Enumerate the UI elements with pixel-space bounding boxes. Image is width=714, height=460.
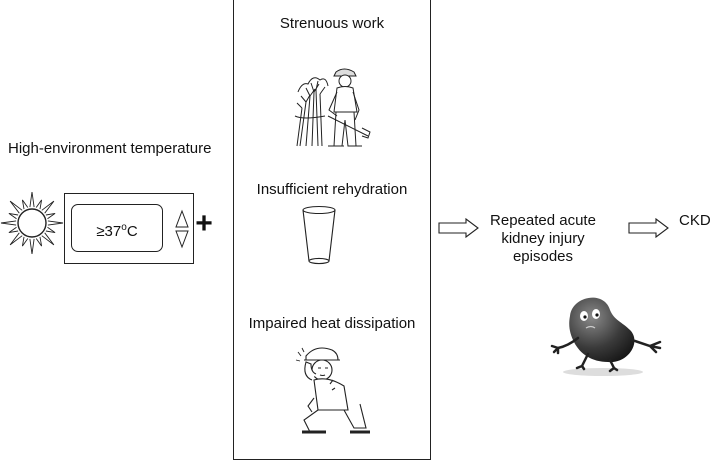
- temperature-unit: C: [126, 223, 138, 240]
- arrow-to-ckd-icon: [628, 217, 669, 239]
- cup-icon: [302, 205, 336, 265]
- sun-ray: [21, 199, 29, 210]
- ckd-label: CKD: [679, 212, 711, 229]
- temperature-value: ≥37: [96, 223, 122, 240]
- sun-ray: [0, 220, 17, 226]
- outcome-line-2: kidney injury: [501, 230, 585, 247]
- sun-ray: [35, 236, 43, 247]
- thermostat-panel: ≥37oC: [64, 193, 194, 264]
- high-environment-temperature-label: High-environment temperature: [8, 140, 212, 157]
- sun-icon: [0, 191, 64, 255]
- outcome-line-3: episodes: [512, 248, 574, 265]
- sun-ray: [45, 212, 56, 220]
- sun-ray: [21, 236, 29, 247]
- factor-impaired-heat-dissipation-label: Impaired heat dissipation: [248, 315, 416, 332]
- sun-ray: [9, 232, 23, 246]
- sun-ray: [9, 200, 23, 214]
- sun-ray: [29, 238, 35, 255]
- plus-sign: +: [195, 207, 213, 240]
- factor-insufficient-rehydration-label: Insufficient rehydration: [256, 181, 408, 198]
- temperature-reading: ≥37oC: [72, 218, 162, 241]
- degree-symbol: o: [121, 222, 127, 233]
- farmer-harvesting-illustration: [294, 68, 371, 147]
- sun-ray: [29, 191, 35, 208]
- sun-ray: [8, 226, 19, 234]
- arrow-to-outcome-icon: [438, 217, 479, 239]
- factor-strenuous-work-label: Strenuous work: [279, 15, 385, 32]
- exhausted-worker-illustration: [295, 347, 370, 434]
- sun-ray: [47, 220, 64, 226]
- tired-kidney-character-illustration: [550, 297, 662, 376]
- up-down-arrows-icon: [175, 209, 189, 249]
- sun-ray: [41, 232, 55, 246]
- sun-ray: [45, 226, 56, 234]
- sun-ray: [35, 199, 43, 210]
- sun-ray: [41, 200, 55, 214]
- temperature-display: ≥37oC: [71, 204, 163, 252]
- sun-ray: [8, 212, 19, 220]
- outcome-line-1: Repeated acute: [490, 212, 596, 229]
